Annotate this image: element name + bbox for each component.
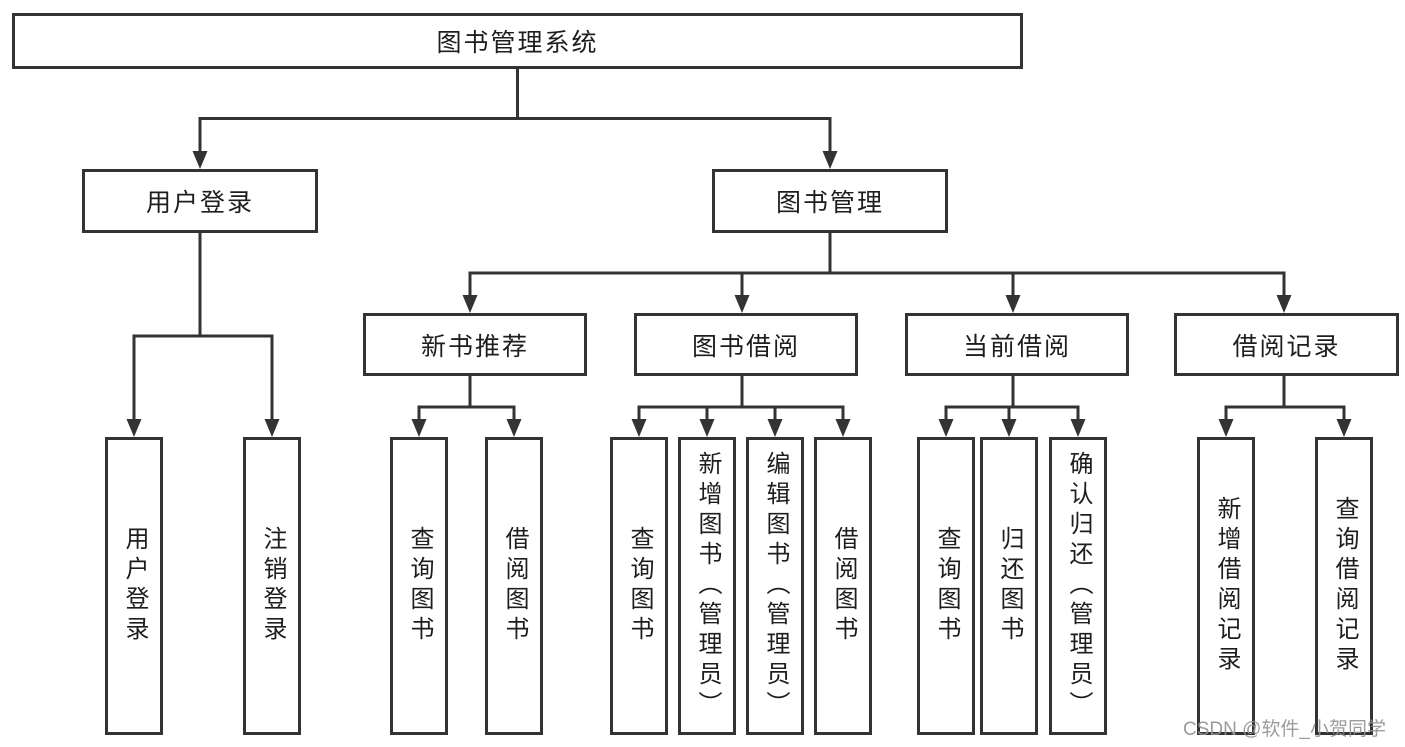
leaf-add-book-admin-label: 新增图书（管理员） bbox=[694, 451, 721, 721]
leaf-add-book-admin: 新增图书（管理员） bbox=[678, 437, 736, 735]
leaf-confirm-return-admin-label: 确认归还（管理员） bbox=[1065, 451, 1092, 721]
node-new-book-recommend: 新书推荐 bbox=[363, 313, 587, 376]
leaf-current-query-books-label: 查询图书 bbox=[933, 526, 960, 646]
leaf-user-login: 用户登录 bbox=[105, 437, 163, 735]
node-borrow-records: 借阅记录 bbox=[1174, 313, 1399, 376]
leaf-edit-book-admin: 编辑图书（管理员） bbox=[746, 437, 804, 735]
node-user-login: 用户登录 bbox=[82, 169, 318, 233]
node-book-management: 图书管理 bbox=[712, 169, 948, 233]
leaf-query-borrow-record-label: 查询借阅记录 bbox=[1331, 496, 1358, 676]
leaf-query-borrow-record: 查询借阅记录 bbox=[1315, 437, 1373, 735]
leaf-recommend-borrow-books-label: 借阅图书 bbox=[501, 526, 528, 646]
leaf-borrow-query-books: 查询图书 bbox=[610, 437, 668, 735]
leaf-borrow-books-label: 借阅图书 bbox=[830, 526, 857, 646]
watermark-text: CSDN @软件_小贺同学 bbox=[1183, 719, 1386, 740]
leaf-return-book-label: 归还图书 bbox=[996, 526, 1023, 646]
node-borrow-records-label: 借阅记录 bbox=[1232, 332, 1341, 361]
node-book-borrow-label: 图书借阅 bbox=[691, 332, 800, 361]
leaf-add-borrow-record-label: 新增借阅记录 bbox=[1213, 496, 1240, 676]
node-new-book-recommend-label: 新书推荐 bbox=[420, 332, 529, 361]
leaf-recommend-borrow-books: 借阅图书 bbox=[485, 437, 543, 735]
leaf-recommend-query-books: 查询图书 bbox=[390, 437, 448, 735]
node-book-borrow: 图书借阅 bbox=[634, 313, 858, 376]
node-root-system: 图书管理系统 bbox=[12, 13, 1023, 69]
leaf-return-book: 归还图书 bbox=[980, 437, 1038, 735]
leaf-logout: 注销登录 bbox=[243, 437, 301, 735]
leaf-borrow-books: 借阅图书 bbox=[814, 437, 872, 735]
leaf-add-borrow-record: 新增借阅记录 bbox=[1197, 437, 1255, 735]
leaf-current-query-books: 查询图书 bbox=[917, 437, 975, 735]
leaf-logout-label: 注销登录 bbox=[259, 526, 286, 646]
leaf-edit-book-admin-label: 编辑图书（管理员） bbox=[762, 451, 789, 721]
leaf-user-login-label: 用户登录 bbox=[121, 526, 148, 646]
node-root-label: 图书管理系统 bbox=[436, 29, 599, 57]
node-book-management-label: 图书管理 bbox=[775, 189, 884, 217]
node-current-borrow: 当前借阅 bbox=[905, 313, 1129, 376]
leaf-borrow-query-books-label: 查询图书 bbox=[626, 526, 653, 646]
node-current-borrow-label: 当前借阅 bbox=[962, 332, 1071, 361]
leaf-confirm-return-admin: 确认归还（管理员） bbox=[1049, 437, 1107, 735]
node-user-login-label: 用户登录 bbox=[145, 189, 254, 217]
leaf-recommend-query-books-label: 查询图书 bbox=[406, 526, 433, 646]
